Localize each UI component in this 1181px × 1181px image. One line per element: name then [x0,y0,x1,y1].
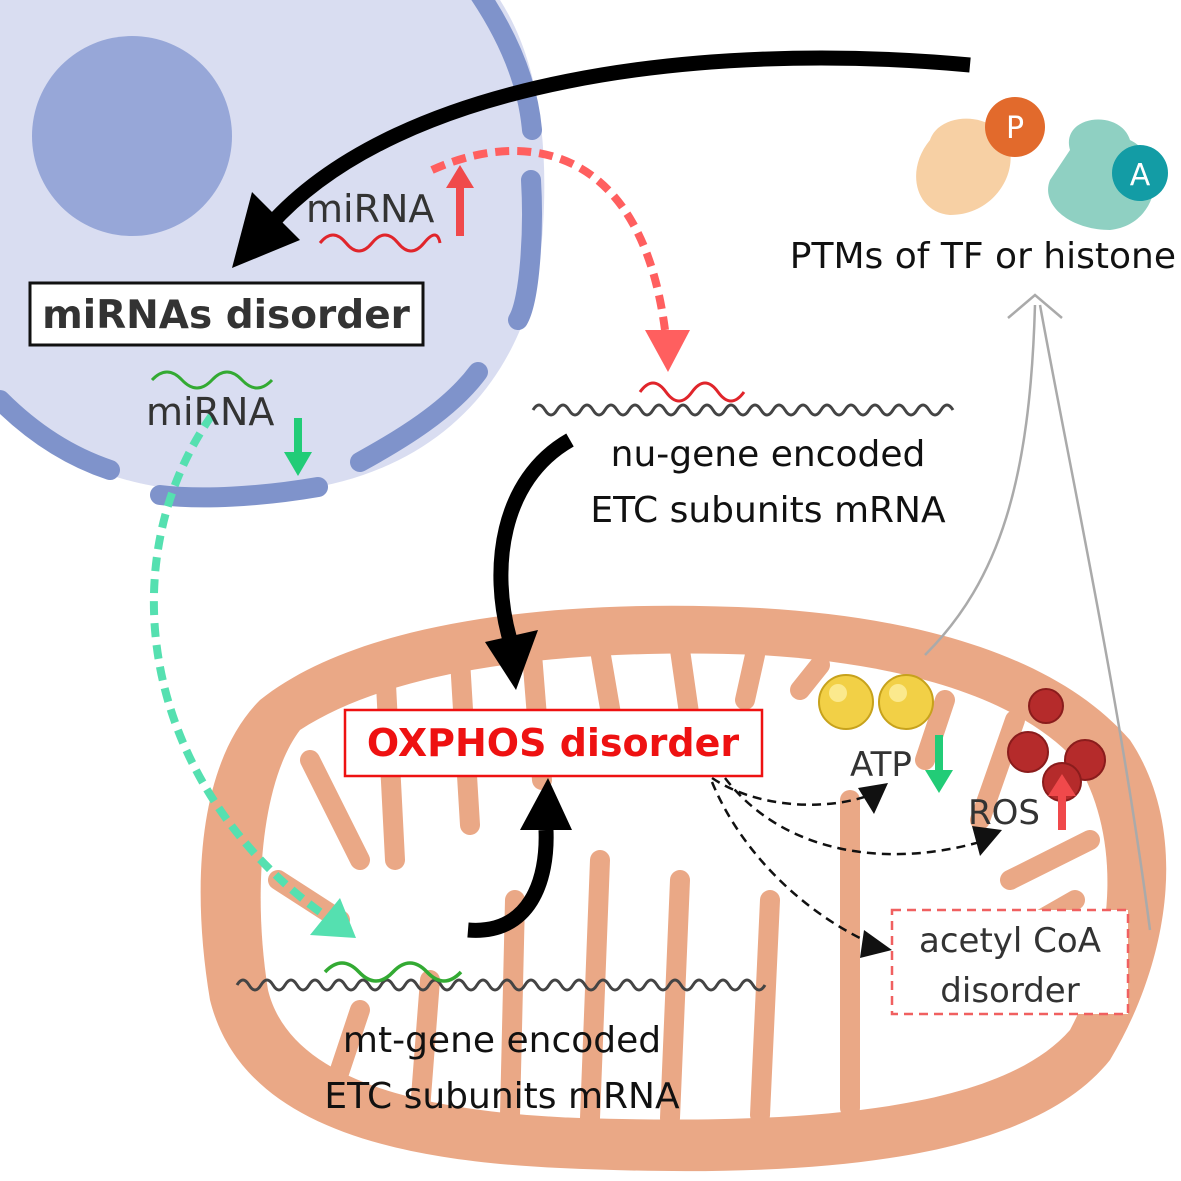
mt-mrna-label-line1: mt-gene encoded [343,1020,661,1061]
up-arrow-icon [446,165,474,236]
acetylated-protein-icon [1048,119,1168,230]
oxphos-disorder-box [343,708,764,778]
bound-mirna-down-wave [323,961,463,983]
acetyl-coa-line2: disorder [940,971,1079,1011]
mt-mrna-strand [235,978,767,992]
mt-mrna-to-oxphos-arrow [467,829,554,938]
mirna-down-to-mt-mrna-arrow [150,412,323,916]
phosphorylated-protein-icon [916,97,1045,215]
atp-arrowhead [858,783,888,814]
bound-mirna-up-wave [638,381,746,403]
oxphos-disorder-label: OXPHOS disorder [367,721,739,765]
atp-to-ptm-arrow [924,304,1037,656]
nu-mrna-strand [531,403,955,417]
ptm-to-nucleus-arrow [264,50,971,231]
nu-mrna-to-oxphos-arrowhead [485,630,538,690]
ptm-label: PTMs of TF or histone [790,236,1176,277]
acetyl-coa-box [890,908,1130,1016]
mirna-up-to-nu-mrna-arrow [430,146,669,331]
acetyl-badge-letter: A [1130,158,1151,193]
oxphos-effect-arrows [710,776,981,944]
mirna-down-label: miRNA [146,390,274,434]
acetyl-badge-icon [1112,145,1168,201]
acetyl-coa-line1: acetyl CoA [919,921,1101,961]
oxphos-to-acetyl-arrow [710,781,869,944]
mt-mrna-label-line2: ETC subunits mRNA [324,1076,680,1117]
nucleolus [32,36,232,236]
phosphate-badge-letter: P [1006,111,1024,146]
mirna-up-wave [318,233,442,253]
ptm-to-nucleus-arrowhead [232,192,300,268]
acetyl-arrowhead [860,930,892,958]
phosphate-badge-icon [985,97,1045,157]
oxphos-to-atp-arrow [711,776,871,806]
oxphos-to-ros-arrow [724,777,981,856]
mirnas-disorder-box [28,281,425,347]
ptm-arrowhead [1007,293,1063,319]
feedback-arrows [924,293,1152,931]
mirna-down-wave [150,370,274,390]
atp-label: ATP [850,745,912,785]
mirna-up-label: miRNA [306,187,434,231]
mt-mrna-to-oxphos-arrowhead [520,778,572,830]
nu-mrna-to-oxphos-arrow [493,433,574,643]
nu-mrna-label-line1: nu-gene encoded [611,434,926,475]
atp-down-arrow-icon [925,735,953,793]
mirnas-disorder-label: miRNAs disorder [42,293,411,338]
down-arrow-icon [284,418,312,476]
ros-label: ROS [968,793,1040,833]
nu-mrna-label-line2: ETC subunits mRNA [590,490,946,531]
mirna-up-to-nu-mrna-arrowhead [645,330,690,372]
mirna-down-to-mt-mrna-arrowhead [310,898,356,938]
acetyl-to-ptm-arrow [1038,304,1152,931]
atp-molecule-icon [818,674,934,730]
ros-arrowhead [972,826,1002,856]
ros-up-arrow-icon [1048,774,1076,830]
